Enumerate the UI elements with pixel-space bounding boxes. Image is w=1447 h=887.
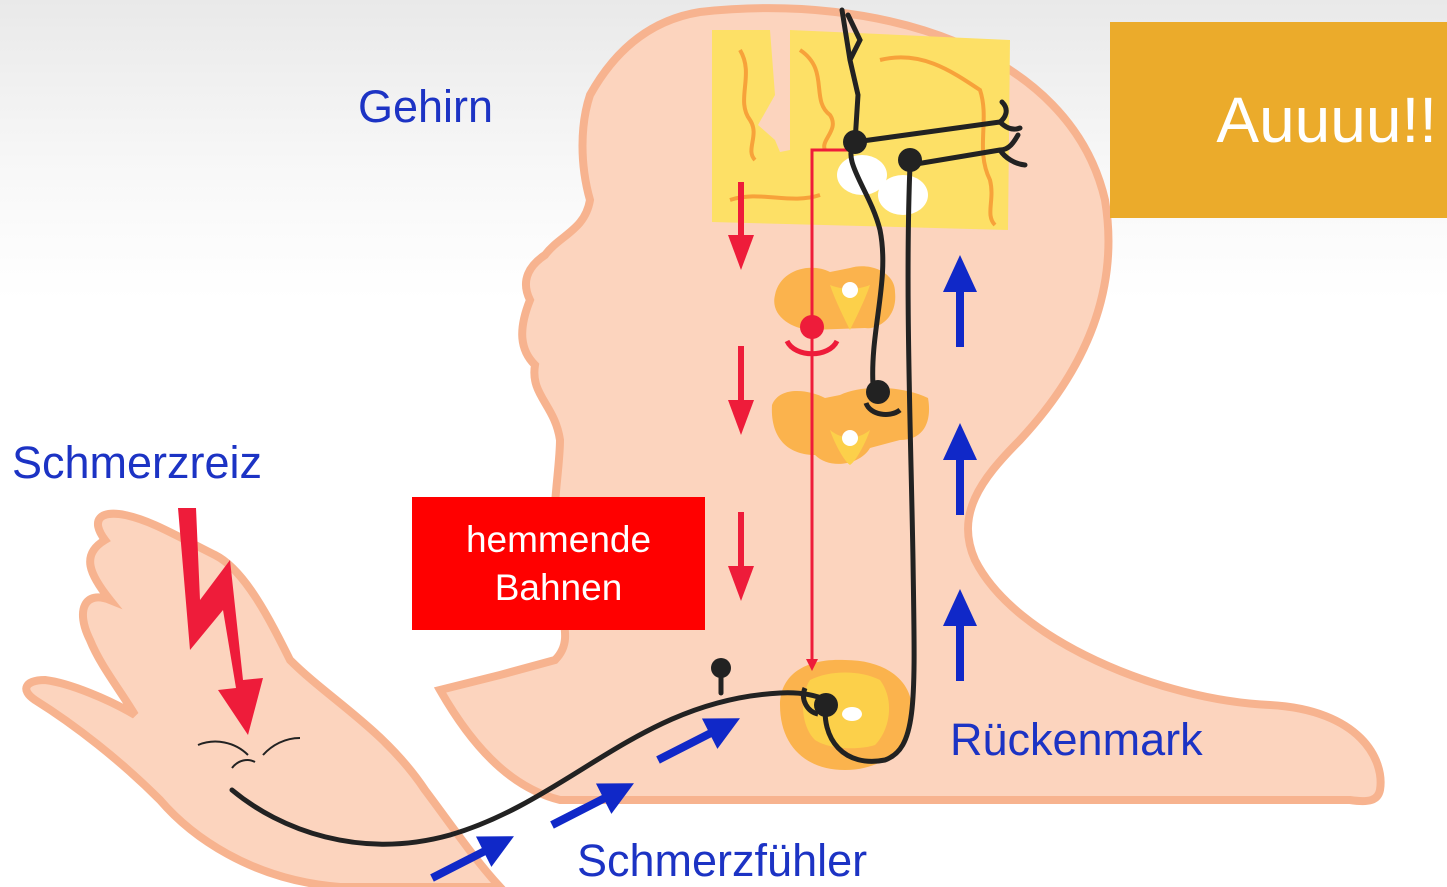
inhibitory-line-1: hemmende bbox=[412, 516, 705, 563]
brain-synapse-node bbox=[898, 148, 922, 172]
banner-text: Auuuu!! bbox=[1216, 88, 1437, 152]
brain-tissue bbox=[712, 30, 1010, 230]
spinal-cord-label: Rückenmark bbox=[950, 717, 1203, 762]
receptor-branch-node bbox=[711, 658, 731, 678]
inhibitory-neuron-body bbox=[800, 315, 824, 339]
pain-exclamation-banner: Auuuu!! bbox=[1110, 22, 1447, 218]
pain-receptor-label: Schmerzfühler bbox=[577, 838, 867, 883]
brain-label: Gehirn bbox=[358, 84, 493, 129]
inhibitory-pathways-box: hemmende Bahnen bbox=[412, 497, 705, 630]
spinal-synapse-node bbox=[866, 380, 890, 404]
pain-stimulus-label: Schmerzreiz bbox=[12, 440, 262, 485]
brain-synapse-node bbox=[843, 130, 867, 154]
inhibitory-line-2: Bahnen bbox=[412, 564, 705, 611]
